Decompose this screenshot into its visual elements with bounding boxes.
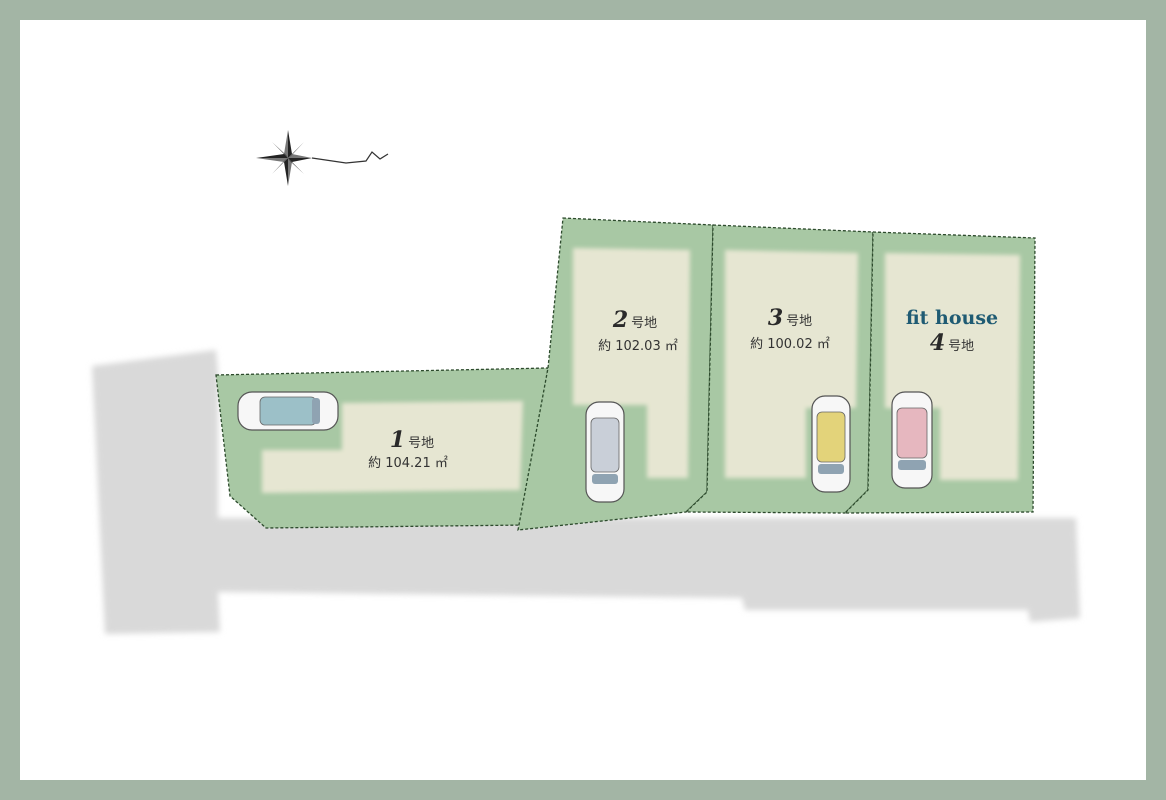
svg-text:4号地: 4号地 [930,330,974,356]
svg-text:3号地: 3号地 [768,305,812,331]
lot-4-suffix: 号地 [948,339,974,354]
lot-2-suffix: 号地 [631,316,657,331]
cars [237,391,933,503]
svg-text:2号地: 2号地 [612,307,657,333]
car-icon [585,401,625,503]
road [92,350,1080,634]
car-icon [811,395,851,493]
lot-2-number: 2 [612,307,628,333]
north-arrow-compass-icon [256,130,389,186]
car-icon [891,391,933,489]
lot-3-area: 約 100.02 ㎡ [750,337,830,352]
svg-text:1号地: 1号地 [390,427,434,453]
lot-2-area: 約 102.03 ㎡ [598,339,678,354]
lot-1-suffix: 号地 [408,436,434,451]
lot-1-number: 1 [390,427,405,453]
lot-3-suffix: 号地 [786,314,812,329]
lot-4-number: 4 [930,330,945,356]
lot-4-brand: fit house [906,307,998,329]
lot-3-number: 3 [768,305,783,331]
car-icon [237,391,339,431]
lot-1-area: 約 104.21 ㎡ [368,456,448,471]
